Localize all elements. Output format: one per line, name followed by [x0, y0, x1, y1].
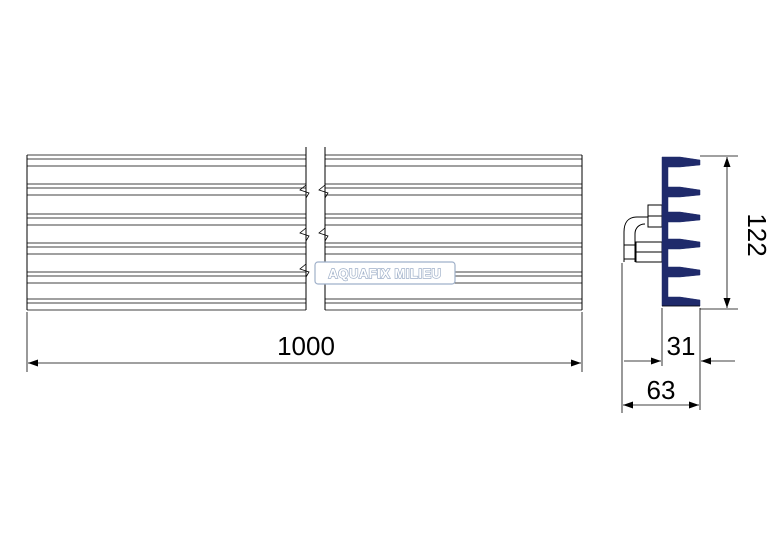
- front-view: [26, 147, 583, 311]
- length-dimension-label: 1000: [277, 331, 335, 361]
- watermark-text: AQUAFIX MILIEU: [328, 266, 441, 281]
- height-dimension-label: 122: [742, 213, 771, 256]
- comb-profile: [661, 156, 701, 307]
- front-view-left-segment: [26, 147, 307, 311]
- side-section-view: 122 31 63: [621, 155, 771, 413]
- watermark: AQUAFIX MILIEU: [314, 261, 456, 285]
- height-dimension: 122: [700, 155, 771, 310]
- total-depth-label: 63: [647, 375, 676, 405]
- profile-depth-dimension: 31: [624, 308, 735, 410]
- total-depth-dimension: 63: [621, 263, 699, 413]
- length-dimension: 1000: [26, 312, 583, 372]
- front-view-right-segment: [324, 147, 583, 311]
- connector-fitting: [623, 204, 663, 263]
- profile-depth-label: 31: [667, 331, 696, 361]
